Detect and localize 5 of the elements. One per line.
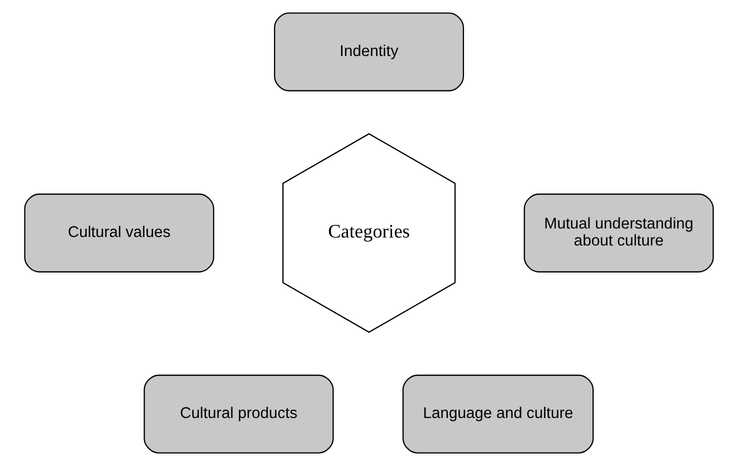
node-box: Cultural products: [143, 374, 334, 454]
node-box: Cultural values: [24, 194, 214, 272]
node-box: Language and culture: [402, 374, 594, 454]
node-box: Indentity: [273, 12, 464, 92]
node-box: Mutual understanding about culture: [523, 194, 714, 272]
